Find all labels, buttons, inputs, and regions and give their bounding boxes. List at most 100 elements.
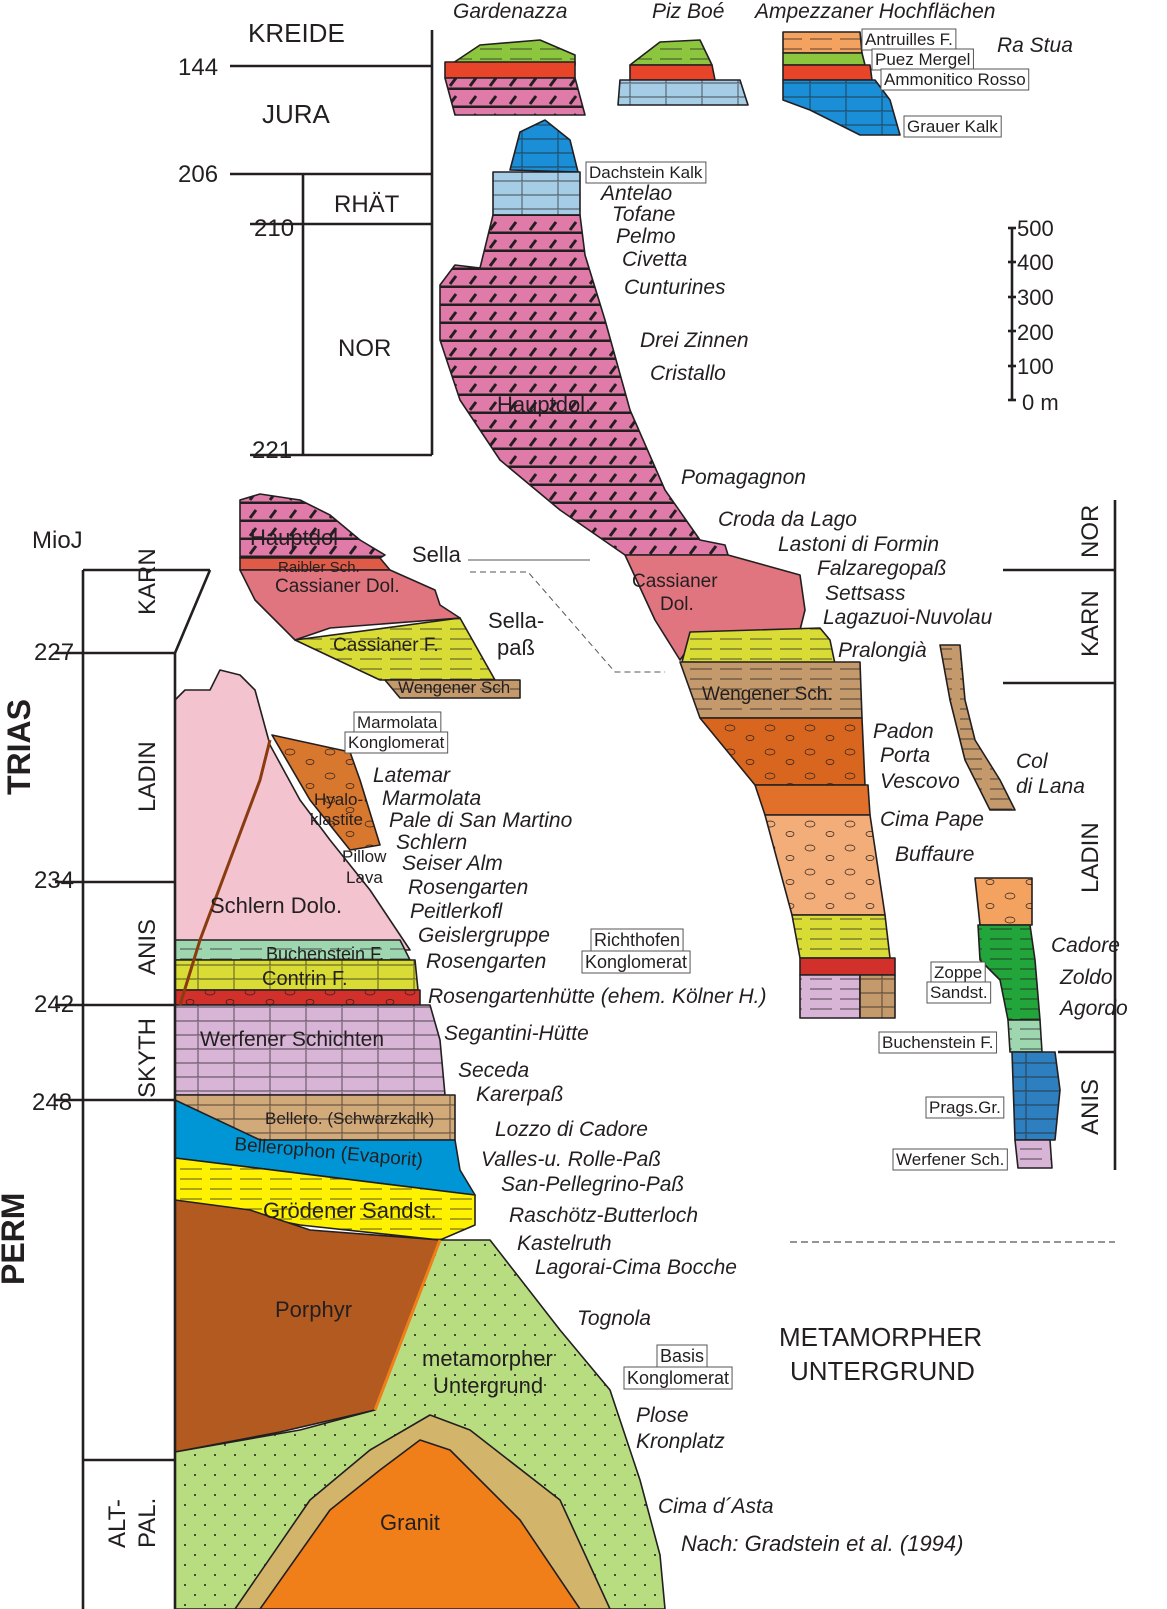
buffaure-congl-pattern xyxy=(765,815,885,915)
t200-label: 200 xyxy=(1017,320,1054,345)
meta-1-label: metamorpher xyxy=(422,1346,553,1371)
contrin-label: Contrin F. xyxy=(262,968,348,990)
sellapass-1-label: Sella- xyxy=(488,608,544,633)
latemar-label: Latemar xyxy=(373,764,451,787)
segantini-label: Segantini-Hütte xyxy=(444,1022,589,1045)
werfener-right-pattern xyxy=(1015,1140,1052,1168)
raschoetz-label: Raschötz-Butterloch xyxy=(509,1204,698,1227)
sella-cassianer-f-pattern xyxy=(295,618,495,680)
t0-label: 0 m xyxy=(1022,390,1059,415)
a248-label: 248 xyxy=(32,1089,72,1116)
yellow-main-pattern xyxy=(792,915,890,958)
label-box xyxy=(878,1031,998,1054)
cassianer-f-main-pattern xyxy=(682,628,835,664)
geisler-label: Geislergruppe xyxy=(418,924,550,947)
cimadasta-label: Cima d´Asta xyxy=(658,1495,774,1518)
padon-orange-pattern xyxy=(700,718,865,785)
marmolata-2-label: Konglomerat xyxy=(348,733,445,752)
label-box xyxy=(903,115,1002,138)
bottom-lilac-pattern xyxy=(800,975,860,1018)
ampezzo-orange-pattern xyxy=(783,32,862,53)
groedener-label: Grödener Sandst. xyxy=(263,1198,437,1223)
time-scale xyxy=(55,30,1117,1609)
peitlerkofl-label: Peitlerkofl xyxy=(410,900,504,923)
pillow-1-label: Pillow xyxy=(342,847,387,866)
altpal-1-label: ALT- xyxy=(104,1499,131,1548)
cadore-label: Cadore xyxy=(1051,934,1120,957)
skyth-label: SKYTH xyxy=(134,1018,161,1098)
hyalo-2-label: klastite xyxy=(310,810,363,829)
label-box xyxy=(926,981,992,1004)
trias-label: TRIAS xyxy=(1,699,37,795)
source-label: Nach: Gradstein et al. (1994) xyxy=(681,1531,963,1556)
a144-label: 144 xyxy=(178,54,218,81)
buchenstein-r-label: Buchenstein F. xyxy=(882,1033,994,1052)
meta-big-2-label: UNTERGRUND xyxy=(790,1356,975,1386)
a234-label: 234 xyxy=(34,867,74,894)
grauer-label: Grauer Kalk xyxy=(907,117,998,136)
nor-label: NOR xyxy=(338,335,391,362)
kronplatz-label: Kronplatz xyxy=(636,1430,725,1453)
dachstein-label: Dachstein Kalk xyxy=(589,163,703,182)
antruilles-label: Antruilles F. xyxy=(865,30,953,49)
marmolata-1-label: Marmolata xyxy=(357,713,438,732)
cimapape-label: Cima Pape xyxy=(880,808,984,831)
dreizinnen-label: Drei Zinnen xyxy=(640,329,749,352)
prags-blue-pattern xyxy=(1012,1052,1060,1140)
schlern-label: Schlern xyxy=(396,831,467,854)
granit-unit xyxy=(259,1439,581,1609)
col-label: Col xyxy=(1016,750,1049,773)
a210-label: 210 xyxy=(254,215,294,242)
falzarego-label: Falzaregopaß xyxy=(817,557,947,580)
schlern-label: Schlern Dolo. xyxy=(210,893,342,918)
cassianer-2-label: Dol. xyxy=(660,594,694,615)
rastua-label: Ra Stua xyxy=(997,34,1073,57)
pizboe-red-unit xyxy=(629,64,716,81)
richthofen-2-label: Konglomerat xyxy=(585,952,687,972)
meta-big-1-label: METAMORPHER xyxy=(779,1322,982,1352)
label-box xyxy=(585,161,707,184)
zoppe-2-label: Sandst. xyxy=(930,983,988,1002)
wengener-main-pattern xyxy=(680,662,862,718)
cassianer-1-label: Cassianer xyxy=(632,571,718,592)
hyalo-1-label: Hyalo- xyxy=(314,790,363,809)
cunturines-label: Cunturines xyxy=(624,276,726,299)
sella-wengener-pattern xyxy=(385,680,520,698)
bottom-red-unit xyxy=(799,957,896,976)
col-di-lana-pattern xyxy=(940,645,1015,810)
buchenstein-label: Buchenstein F. xyxy=(266,944,384,964)
t500-label: 500 xyxy=(1017,216,1054,241)
marmolata-label: Marmolata xyxy=(382,787,481,810)
label-box xyxy=(344,731,449,754)
ammonitico-label: Ammonitico Rosso xyxy=(884,70,1026,89)
kreide-label: KREIDE xyxy=(248,18,345,48)
ladin-label: LADIN xyxy=(1077,822,1104,893)
cimapape-orange-unit xyxy=(754,784,871,816)
a221-label: 221 xyxy=(252,437,292,464)
valles-label: Valles-u. Rolle-Paß xyxy=(481,1148,661,1171)
anis-label: ANIS xyxy=(1077,1079,1104,1135)
anis-label: ANIS xyxy=(134,919,161,975)
bellero-tan-pattern xyxy=(175,1095,455,1140)
werfener-left-pattern xyxy=(175,1005,445,1095)
hauptdol-sella-label: Hauptdol xyxy=(250,525,338,550)
settsass-label: Settsass xyxy=(825,582,906,605)
bellero-label: Bellero. (Schwarzkalk) xyxy=(265,1109,434,1128)
pelmo-label: Pelmo xyxy=(616,225,676,248)
lozzo-label: Lozzo di Cadore xyxy=(495,1118,648,1141)
pomagagnon-label: Pomagagnon xyxy=(681,466,806,489)
rosengarten2-label: Rosengarten xyxy=(426,950,546,973)
gardenazza-hauptdol-pattern xyxy=(445,78,585,115)
lagazuoi-label: Lagazuoi-Nuvolau xyxy=(823,606,993,629)
cassianer-dol-sella-label: Cassianer Dol. xyxy=(275,576,400,597)
pillow-2-label: Lava xyxy=(346,868,383,887)
wengener-main-label: Wengener Sch. xyxy=(702,684,833,705)
buchenstein-left-pattern xyxy=(175,940,410,960)
sanpellegrino-label: San-Pellegrino-Paß xyxy=(501,1173,684,1196)
bottom-tan-pattern xyxy=(860,975,895,1018)
fault-line xyxy=(373,1239,442,1411)
werfener-r-label: Werfener Sch. xyxy=(896,1150,1004,1169)
raibler-label: Raibler Sch. xyxy=(278,559,360,576)
pale-label: Pale di San Martino xyxy=(389,809,573,832)
gardenazza-red-unit xyxy=(444,61,576,79)
